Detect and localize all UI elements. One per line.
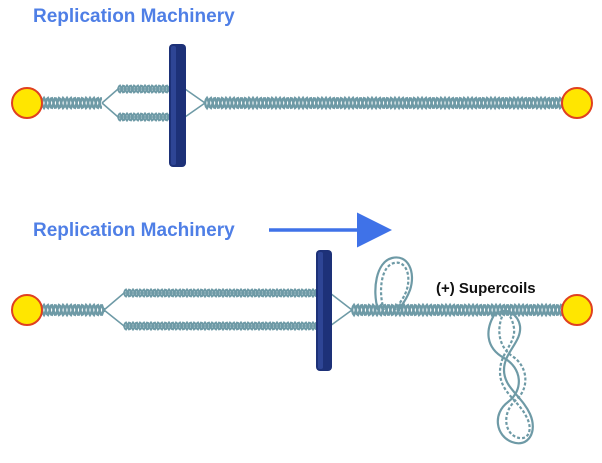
bottom-panel <box>11 212 593 445</box>
bottom-replication-bubble <box>103 287 353 332</box>
supercoil-loop-small <box>374 256 414 312</box>
top-replication-bubble <box>101 83 206 123</box>
bottom-right-duplex <box>350 302 563 318</box>
supercoil-plectoneme-large <box>487 309 534 445</box>
bottom-right-telomere-end <box>561 294 593 326</box>
bottom-left-duplex <box>40 302 106 318</box>
top-left-telomere-end <box>11 87 43 119</box>
top-right-telomere-end <box>561 87 593 119</box>
replication-machinery-label-bottom: Replication Machinery <box>33 220 235 241</box>
replication-machinery-label-top: Replication Machinery <box>33 6 235 27</box>
top-left-duplex <box>40 95 103 111</box>
top-right-duplex <box>203 95 564 111</box>
bottom-left-telomere-end <box>11 294 43 326</box>
supercoils-label: (+) Supercoils <box>436 280 536 297</box>
top-panel <box>11 44 593 167</box>
